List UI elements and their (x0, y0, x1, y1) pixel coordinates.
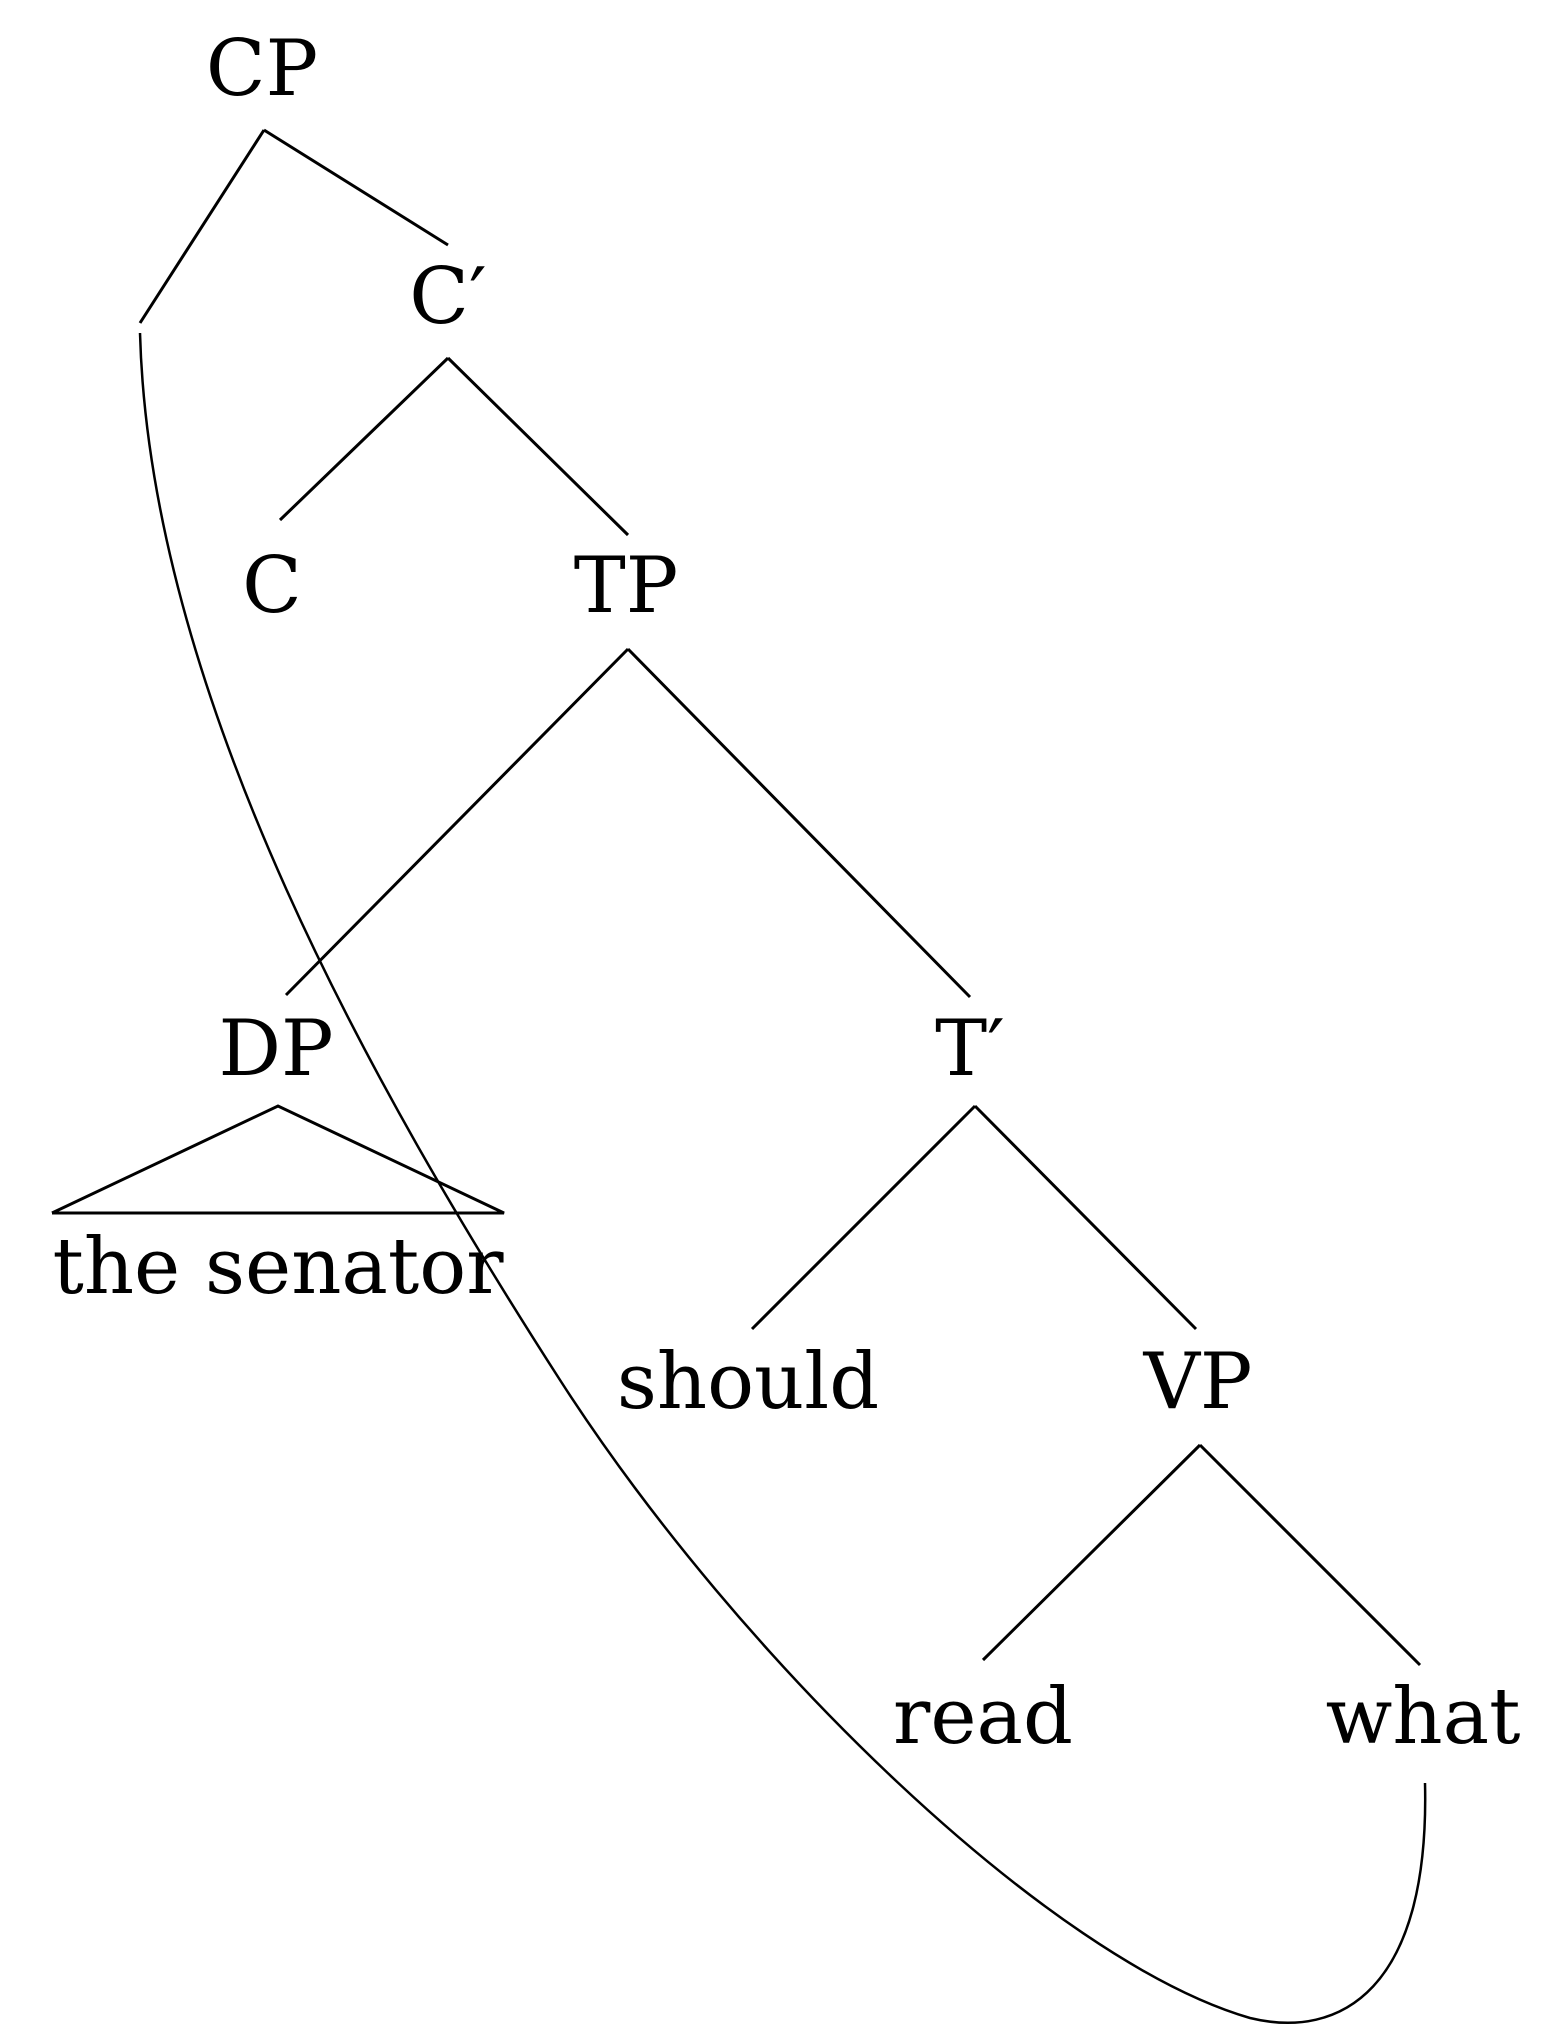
edge-cbar-tp (446, 356, 630, 537)
edge-tbar-should (750, 1104, 977, 1331)
tree-labels: CP C′ C TP DP T′ the senator should VP r… (52, 24, 1520, 1762)
dp-triangle (51, 1104, 505, 1215)
tree-edges (51, 128, 1422, 1667)
node-c-bar: C′ (409, 252, 486, 342)
node-cp: CP (206, 24, 318, 114)
node-should: should (617, 1337, 879, 1427)
edge-vp-read (981, 1443, 1202, 1662)
node-what: what (1326, 1672, 1521, 1762)
edge-cp-spec (138, 129, 266, 324)
node-dp: DP (218, 1004, 333, 1094)
edge-cp-cbar (263, 128, 449, 247)
node-vp: VP (1143, 1337, 1253, 1427)
edge-tbar-vp (973, 1104, 1198, 1331)
node-tp: TP (574, 541, 679, 631)
edge-tp-tbar (626, 647, 972, 999)
node-t-bar: T′ (935, 1004, 1005, 1094)
node-the-senator: the senator (52, 1222, 504, 1312)
node-read: read (893, 1672, 1073, 1762)
movement-curve (138, 332, 1427, 2025)
edge-tp-dp (284, 647, 630, 997)
node-c: C (242, 541, 302, 631)
edge-vp-what (1198, 1443, 1422, 1667)
edge-cbar-c (278, 356, 450, 522)
